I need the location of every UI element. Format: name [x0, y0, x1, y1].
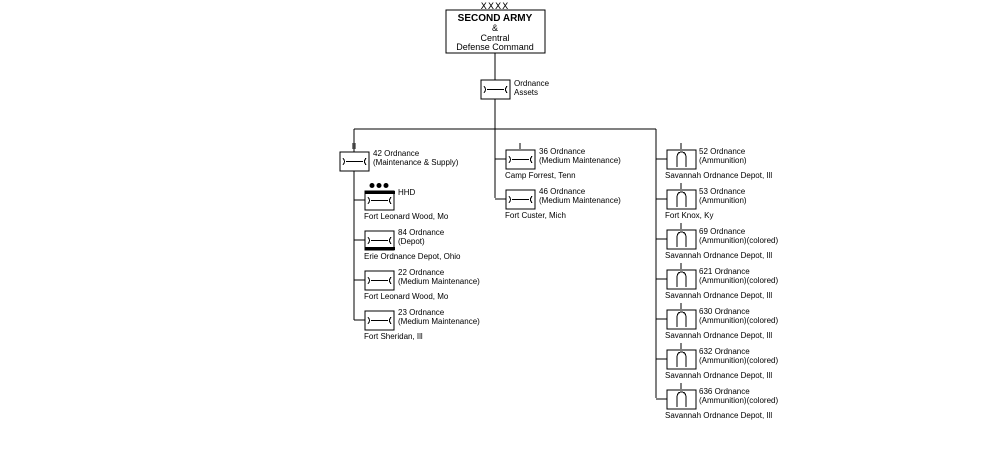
right-unit-6: 636 Ordnance(Ammunition)(colored) Savanna…	[656, 383, 778, 420]
hq-flag-bar	[365, 191, 395, 194]
unit-box	[666, 269, 697, 290]
unit-box	[666, 309, 697, 330]
ordnance-symbol-icon	[367, 236, 392, 245]
unit-name: 632 Ordnance	[699, 347, 750, 356]
unit-location: Savannah Ordnance Depot, Ill	[665, 171, 772, 180]
middle-unit-0: 36 Ordnance(Medium Maintenance) Camp Forr…	[495, 143, 621, 180]
ammunition-symbol-icon	[676, 351, 687, 367]
ammunition-symbol-icon	[676, 191, 687, 207]
unit-type: (Ammunition)	[699, 156, 747, 165]
echelon-dot-icon	[369, 183, 375, 188]
unit-box	[666, 229, 697, 250]
ordnance-symbol-icon	[508, 155, 533, 164]
hq-line-3: Central	[480, 33, 509, 43]
battalion-42-line-2: (Maintenance & Supply)	[373, 158, 459, 167]
unit-type: (Ammunition)(colored)	[699, 316, 778, 325]
unit-type: (Medium Maintenance)	[398, 277, 480, 286]
unit-name: 621 Ordnance	[699, 267, 750, 276]
ordnance-symbol-icon	[483, 85, 508, 94]
unit-name: 36 Ordnance	[539, 147, 586, 156]
left-unit-3: 23 Ordnance(Medium Maintenance) Fort Sher…	[354, 308, 480, 341]
hq-echelon-mark: XXXX	[481, 2, 510, 12]
unit-location: Savannah Ordnance Depot, Ill	[665, 291, 772, 300]
unit-location: Savannah Ordnance Depot, Ill	[665, 371, 772, 380]
left-unit-2: 22 Ordnance(Medium Maintenance) Fort Leon…	[354, 268, 480, 301]
hq-unit: XXXX SECOND ARMY & Central Defense Comma…	[445, 2, 546, 54]
hq-line-2: &	[492, 23, 498, 33]
echelon-dot-icon	[383, 183, 389, 188]
hq-title: SECOND ARMY	[458, 13, 533, 24]
ordnance-symbol-icon	[367, 316, 392, 325]
unit-location: Savannah Ordnance Depot, Ill	[665, 411, 772, 420]
unit-location: Fort Knox, Ky	[665, 211, 713, 220]
unit-type: (Medium Maintenance)	[398, 317, 480, 326]
ammunition-symbol-icon	[676, 311, 687, 327]
ammunition-symbol-icon	[676, 391, 687, 407]
unit-location: Fort Custer, Mich	[505, 211, 566, 220]
unit-type: (Ammunition)(colored)	[699, 396, 778, 405]
right-unit-list: 52 Ordnance(Ammunition)Savannah Ordnance…	[656, 143, 778, 420]
middle-unit-list: 36 Ordnance(Medium Maintenance)Camp Forr…	[495, 143, 621, 220]
right-unit-0: 52 Ordnance(Ammunition) Savannah Ordnance…	[656, 143, 772, 180]
hq-line-4: Defense Command	[456, 42, 534, 52]
right-unit-1: 53 Ordnance(Ammunition) Fort Knox, Ky	[656, 183, 747, 220]
battalion-42-line-1: 42 Ordnance	[373, 149, 420, 158]
unit-name: 46 Ordnance	[539, 187, 586, 196]
ordnance-symbol-icon	[508, 195, 533, 204]
battalion-42-ordnance: II 42 Ordnance (Maintenance & Supply)	[339, 142, 459, 172]
ordnance-assets-unit: Ordnance Assets	[480, 79, 550, 100]
ordnance-symbol-icon	[367, 196, 392, 205]
unit-type: (Medium Maintenance)	[539, 196, 621, 205]
unit-box	[666, 349, 697, 370]
unit-location: Fort Sheridan, Ill	[364, 332, 423, 341]
unit-location: Savannah Ordnance Depot, Ill	[665, 331, 772, 340]
unit-location: Fort Leonard Wood, Mo	[364, 292, 449, 301]
middle-unit-1: 46 Ordnance(Medium Maintenance) Fort Cust…	[495, 187, 621, 220]
left-unit-0: HHD Fort Leonard Wood, Mo	[354, 183, 449, 221]
unit-location: Erie Ordnance Depot, Ohio	[364, 252, 461, 261]
unit-location: Fort Leonard Wood, Mo	[364, 212, 449, 221]
battalion-echelon-mark: II	[352, 142, 356, 151]
depot-bar	[365, 247, 395, 250]
unit-name: 23 Ordnance	[398, 308, 445, 317]
unit-name: 53 Ordnance	[699, 187, 746, 196]
unit-type: (Ammunition)(colored)	[699, 276, 778, 285]
ordnance-assets-label-1: Ordnance	[514, 79, 550, 88]
unit-name: 636 Ordnance	[699, 387, 750, 396]
unit-name: 22 Ordnance	[398, 268, 445, 277]
unit-name: 84 Ordnance	[398, 228, 445, 237]
right-unit-2: 69 Ordnance(Ammunition)(colored) Savannah…	[656, 223, 778, 260]
left-unit-1: 84 Ordnance(Depot) Erie Ordnance Depot, O…	[354, 228, 461, 261]
unit-type: (Depot)	[398, 237, 425, 246]
echelon-dot-icon	[376, 183, 382, 188]
unit-type: (Ammunition)(colored)	[699, 356, 778, 365]
ordnance-assets-label-2: Assets	[514, 88, 538, 97]
unit-location: Camp Forrest, Tenn	[505, 171, 576, 180]
unit-name: 69 Ordnance	[699, 227, 746, 236]
ammunition-symbol-icon	[676, 151, 687, 167]
ordnance-symbol-icon	[342, 157, 367, 166]
unit-name: 52 Ordnance	[699, 147, 746, 156]
unit-box	[666, 149, 697, 170]
right-unit-5: 632 Ordnance(Ammunition)(colored) Savanna…	[656, 343, 778, 380]
unit-name: 630 Ordnance	[699, 307, 750, 316]
ordnance-symbol-icon	[367, 276, 392, 285]
ammunition-symbol-icon	[676, 271, 687, 287]
left-unit-list: HHD Fort Leonard Wood, Mo 84 Ordnance(Depo…	[354, 183, 480, 341]
unit-type: (Ammunition)	[699, 196, 747, 205]
unit-box	[666, 189, 697, 210]
ammunition-symbol-icon	[676, 231, 687, 247]
right-unit-4: 630 Ordnance(Ammunition)(colored) Savanna…	[656, 303, 778, 340]
unit-name: HHD	[398, 188, 416, 197]
unit-type: (Medium Maintenance)	[539, 156, 621, 165]
right-unit-3: 621 Ordnance(Ammunition)(colored) Savanna…	[656, 263, 778, 300]
unit-box	[666, 389, 697, 410]
unit-location: Savannah Ordnance Depot, Ill	[665, 251, 772, 260]
unit-type: (Ammunition)(colored)	[699, 236, 778, 245]
